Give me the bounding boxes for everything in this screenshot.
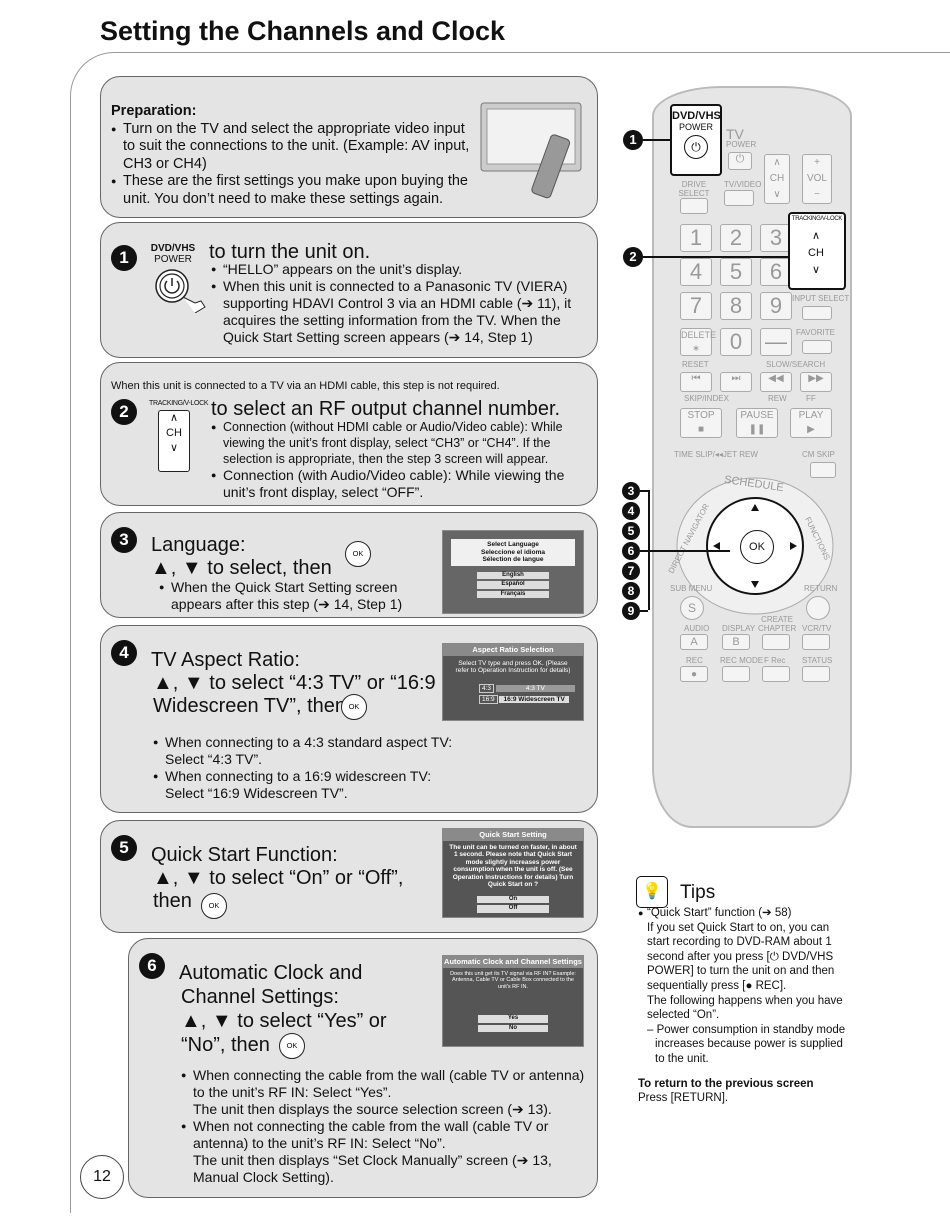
tips-title: Tips bbox=[680, 882, 716, 903]
pause-button: PAUSE❚❚ bbox=[736, 408, 778, 438]
tv-ch-button: ∧CH∨ bbox=[764, 154, 790, 204]
callout-number: 9 bbox=[622, 602, 640, 620]
step-number: 6 bbox=[139, 953, 165, 979]
step-instruction: ▲, ▼ to select “4:3 TV” or “16:9 bbox=[153, 672, 436, 694]
preparation-heading: Preparation: bbox=[111, 103, 197, 119]
ch-button: ∧CH∨ bbox=[158, 410, 190, 472]
step-number: 3 bbox=[111, 527, 137, 553]
button-label: POWER bbox=[154, 254, 192, 265]
callout-number: 1 bbox=[623, 130, 643, 150]
remote-dvdvhs-power-highlight: DVD/VHS POWER ⏻ bbox=[670, 104, 722, 176]
step-4-box: 4 TV Aspect Ratio: ▲, ▼ to select “4:3 T… bbox=[100, 625, 598, 813]
ok-button-icon: OK bbox=[341, 694, 367, 720]
step-number: 2 bbox=[111, 399, 137, 425]
delete-button: DELETE∗ bbox=[680, 328, 716, 356]
tips-text: Press [RETURN]. bbox=[638, 1092, 729, 1105]
remote-control: TV POWER ⏻ DRIVE SELECT TV/VIDEO ∧CH∨ +V… bbox=[652, 86, 852, 828]
tips-subheading: To return to the previous screen bbox=[638, 1077, 814, 1090]
step-bullet: When connecting to a 16:9 widescreen TV: bbox=[153, 768, 513, 785]
step-instruction: ▲, ▼ to select, then bbox=[151, 557, 332, 579]
step-bullet-detail: Select “16:9 Widescreen TV”. bbox=[165, 785, 348, 801]
power-icon: ⏻ bbox=[684, 135, 708, 159]
play-button: PLAY▶ bbox=[790, 408, 832, 438]
step-bullet: When connecting to a 4:3 standard aspect… bbox=[153, 734, 513, 751]
step-heading: Automatic Clock and bbox=[179, 962, 363, 984]
callout-number: 7 bbox=[622, 562, 640, 580]
tips-text: – Power consumption in standby mode incr… bbox=[647, 1023, 846, 1065]
step-instruction: Widescreen TV”, then bbox=[153, 695, 347, 717]
step-heading: TV Aspect Ratio: bbox=[151, 649, 300, 671]
step-instruction: ▲, ▼ to select “On” or “Off”, bbox=[153, 867, 404, 889]
tips-text: If you set Quick Start to on, you can st… bbox=[647, 921, 835, 992]
step-5-box: 5 Quick Start Function: ▲, ▼ to select “… bbox=[100, 820, 598, 933]
step-2-box: When this unit is connected to a TV via … bbox=[100, 362, 598, 506]
ok-button: OK bbox=[740, 530, 774, 564]
page-number: 12 bbox=[80, 1155, 124, 1199]
ok-button-icon: OK bbox=[201, 893, 227, 919]
quick-start-screen: Quick Start Setting The unit can be turn… bbox=[442, 828, 584, 918]
step-number: 5 bbox=[111, 835, 137, 861]
step-bullet: “HELLO” appears on the unit’s display. bbox=[211, 261, 587, 278]
tips-body: “Quick Start” function (➔ 58) If you set… bbox=[638, 906, 850, 1106]
step-heading: to turn the unit on. bbox=[209, 241, 371, 263]
clock-channel-screen: Automatic Clock and Channel Settings Doe… bbox=[442, 955, 584, 1047]
page-title: Setting the Channels and Clock bbox=[100, 16, 506, 46]
tips-text: The following happens when you have sele… bbox=[647, 994, 843, 1022]
step-bullet: When this unit is connected to a Panason… bbox=[211, 278, 587, 346]
callout-number: 5 bbox=[622, 522, 640, 540]
vol-button: +VOL− bbox=[802, 154, 832, 204]
step-number: 4 bbox=[111, 640, 137, 666]
step-1-box: 1 DVD/VHS POWER to turn the unit on. “HE… bbox=[100, 222, 598, 358]
page-frame bbox=[70, 52, 950, 1213]
step-bullet-detail: The unit then displays the source select… bbox=[193, 1101, 552, 1117]
preparation-bullet: These are the first settings you make up… bbox=[111, 173, 473, 208]
tv-remote-illustration bbox=[480, 102, 582, 199]
button-label: TRACKING/V-LOCK bbox=[149, 400, 209, 407]
step-heading: Channel Settings: bbox=[181, 986, 339, 1008]
step-bullet: When the Quick Start Setting screen appe… bbox=[159, 579, 449, 613]
ok-button-icon: OK bbox=[279, 1033, 305, 1059]
step-instruction: ▲, ▼ to select “Yes” or bbox=[181, 1010, 387, 1032]
step-bullet-detail: Select “4:3 TV”. bbox=[165, 751, 263, 767]
hdmi-note: When this unit is connected to a TV via … bbox=[111, 380, 500, 392]
step-instruction: then bbox=[153, 890, 192, 912]
step-heading: Quick Start Function: bbox=[151, 844, 338, 866]
step-bullet: When not connecting the cable from the w… bbox=[181, 1118, 591, 1152]
button-label: DVD/VHS bbox=[150, 243, 196, 254]
callout-number: 3 bbox=[622, 482, 640, 500]
step-instruction: “No”, then bbox=[181, 1034, 270, 1056]
step-bullet-detail: The unit then displays “Set Clock Manual… bbox=[193, 1152, 552, 1185]
preparation-bullet: Turn on the TV and select the appropriat… bbox=[111, 121, 473, 174]
preparation-box: Preparation: Turn on the TV and select t… bbox=[100, 76, 598, 218]
remote-tracking-highlight: TRACKING/V-LOCK ∧CH∨ bbox=[788, 212, 846, 290]
tips-bullet: “Quick Start” function (➔ 58) bbox=[638, 906, 850, 921]
aspect-ratio-screen: Aspect Ratio Selection Select TV type an… bbox=[442, 643, 584, 721]
lightbulb-icon: 💡 bbox=[636, 876, 668, 908]
step-3-box: 3 Language: ▲, ▼ to select, then OK When… bbox=[100, 512, 598, 618]
stop-button: STOP■ bbox=[680, 408, 722, 438]
callout-number: 8 bbox=[622, 582, 640, 600]
step-bullet: When connecting the cable from the wall … bbox=[181, 1067, 591, 1101]
step-heading: Language: bbox=[151, 534, 246, 556]
step-bullet: Connection (with Audio/Video cable): Whi… bbox=[211, 467, 589, 501]
step-6-box: 6 Automatic Clock and Channel Settings: … bbox=[128, 938, 598, 1198]
step-number: 1 bbox=[111, 245, 137, 271]
callout-number: 2 bbox=[623, 247, 643, 267]
step-bullet: Connection (without HDMI cable or Audio/… bbox=[211, 419, 589, 467]
callout-number: 6 bbox=[622, 542, 640, 560]
ok-button-icon: OK bbox=[345, 541, 371, 567]
tv-power-button: ⏻ bbox=[728, 152, 752, 170]
step-heading: to select an RF output channel number. bbox=[211, 398, 561, 420]
power-button-icon bbox=[155, 269, 206, 313]
callout-number: 4 bbox=[622, 502, 640, 520]
